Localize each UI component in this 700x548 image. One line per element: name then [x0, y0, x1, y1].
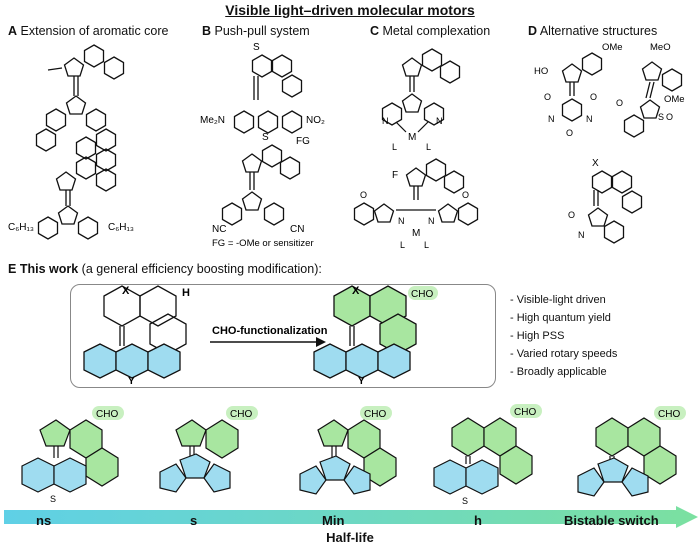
feature-item: - High PSS: [510, 330, 565, 342]
motor-unfunctionalized: [83, 285, 187, 379]
d2-s-o: O: [666, 112, 673, 122]
ligand-1b: L: [426, 142, 431, 152]
half-life-arrow: [4, 506, 698, 528]
motor-functionalized: [313, 285, 438, 379]
d3-n: N: [578, 230, 585, 240]
d1-o-right: O: [590, 92, 597, 102]
oxygen-left: O: [360, 190, 367, 200]
motor-s: [159, 406, 258, 493]
s-4: S: [462, 496, 468, 506]
timeline-s: s: [190, 513, 198, 528]
d3-o: O: [568, 210, 575, 220]
d3-x: X: [592, 158, 599, 169]
motor-min: [299, 406, 397, 495]
no2-label: NO₂: [306, 115, 325, 126]
panel-d-structure-2: [623, 61, 683, 138]
feature-item: - Visible-light driven: [510, 294, 606, 306]
panel-c-label: C Metal complexation: [370, 24, 491, 38]
y-label-right: Y: [358, 376, 365, 387]
s-1: S: [50, 494, 56, 504]
panel-b-label: B Push-pull system: [202, 24, 310, 38]
thio-s-top: S: [253, 42, 260, 53]
hexyl-left: C₆H₁₃: [8, 222, 34, 233]
reaction-arrowhead: [316, 337, 326, 347]
nme2-label: Me₂N: [200, 115, 225, 126]
feature-item: - Varied rotary speeds: [510, 348, 618, 360]
motor-series: CHO S CHO CHO CHO S: [21, 404, 686, 506]
this-work-box: [70, 284, 496, 388]
panel-d-label: D Alternative structures: [528, 24, 658, 38]
motor-h: [433, 404, 542, 495]
panel-d-structure-3: [587, 170, 643, 244]
feature-item: - Broadly applicable: [510, 366, 607, 378]
half-life-label: Half-life: [326, 530, 374, 545]
c2-n-right: N: [428, 216, 435, 226]
figure-title: Visible light–driven molecular motors: [225, 2, 475, 18]
this-work-scheme: X H Y CHO-functionalization X CHO Y: [83, 285, 438, 387]
timeline-h: h: [474, 513, 482, 528]
ome-d1: OMe: [602, 42, 623, 53]
metal-2: M: [412, 228, 420, 239]
d1-o-left: O: [544, 92, 551, 102]
motor-bistable: [577, 406, 686, 497]
metal-1: M: [408, 132, 416, 143]
cho-2: CHO: [230, 409, 252, 420]
motor-ns: [21, 406, 124, 493]
panel-c-structure-2: [353, 158, 479, 226]
hydroxyl: HO: [534, 66, 548, 77]
panel-a-structure-2: [37, 136, 117, 240]
panel-b-structure-2: [221, 144, 301, 226]
d1-n-left: N: [548, 114, 555, 124]
hexyl-right: C₆H₁₃: [108, 222, 134, 233]
oxygen-right: O: [462, 190, 469, 200]
cho-label-top: CHO: [411, 289, 433, 300]
c-n-right: N: [436, 116, 443, 126]
cn-right: CN: [290, 224, 304, 235]
cho-5: CHO: [658, 409, 680, 420]
ligand-1a: L: [392, 142, 397, 152]
c2-n-left: N: [398, 216, 405, 226]
panel-c-structure-1: [381, 48, 461, 133]
d1-o-bottom: O: [566, 128, 573, 138]
arrow-label: CHO-functionalization: [212, 325, 328, 337]
panel-b-structure-1: [233, 54, 303, 134]
y-label-left: Y: [128, 376, 135, 387]
h-label: H: [182, 287, 190, 299]
top-structures: C₆H₁₃ C₆H₁₃ S S Me₂N NO₂ FG NC CN FG = -…: [8, 42, 685, 250]
timeline-bistable: Bistable switch: [564, 513, 659, 528]
fg-label: FG: [296, 136, 310, 147]
feature-item: - High quantum yield: [510, 312, 611, 324]
ligand-2a: L: [400, 240, 405, 250]
cho-1: CHO: [96, 409, 118, 420]
c-n-left: N: [382, 116, 389, 126]
panel-a-label: A Extension of aromatic core: [8, 24, 169, 38]
d2-o: O: [616, 98, 623, 108]
panel-a-structure-1: [35, 44, 125, 152]
panel-d-structure-1: [561, 52, 603, 122]
fluorine: F: [392, 170, 398, 181]
timeline-ns: ns: [36, 513, 52, 528]
fg-note: FG = -OMe or sensitizer: [212, 238, 314, 249]
timeline-min: Min: [322, 513, 345, 528]
cn-left: NC: [212, 224, 226, 235]
section-e-heading: E This work (a general efficiency boosti…: [8, 262, 322, 276]
cho-3: CHO: [364, 409, 386, 420]
x-label-left: X: [122, 285, 130, 297]
d2-s: S: [658, 112, 664, 122]
cho-4: CHO: [514, 407, 536, 418]
ome-d2: OMe: [664, 94, 685, 105]
ligand-2b: L: [424, 240, 429, 250]
d1-n-right: N: [586, 114, 593, 124]
x-label-right: X: [352, 285, 360, 297]
thio-s-bottom: S: [262, 132, 269, 143]
meo-d2: MeO: [650, 42, 671, 53]
